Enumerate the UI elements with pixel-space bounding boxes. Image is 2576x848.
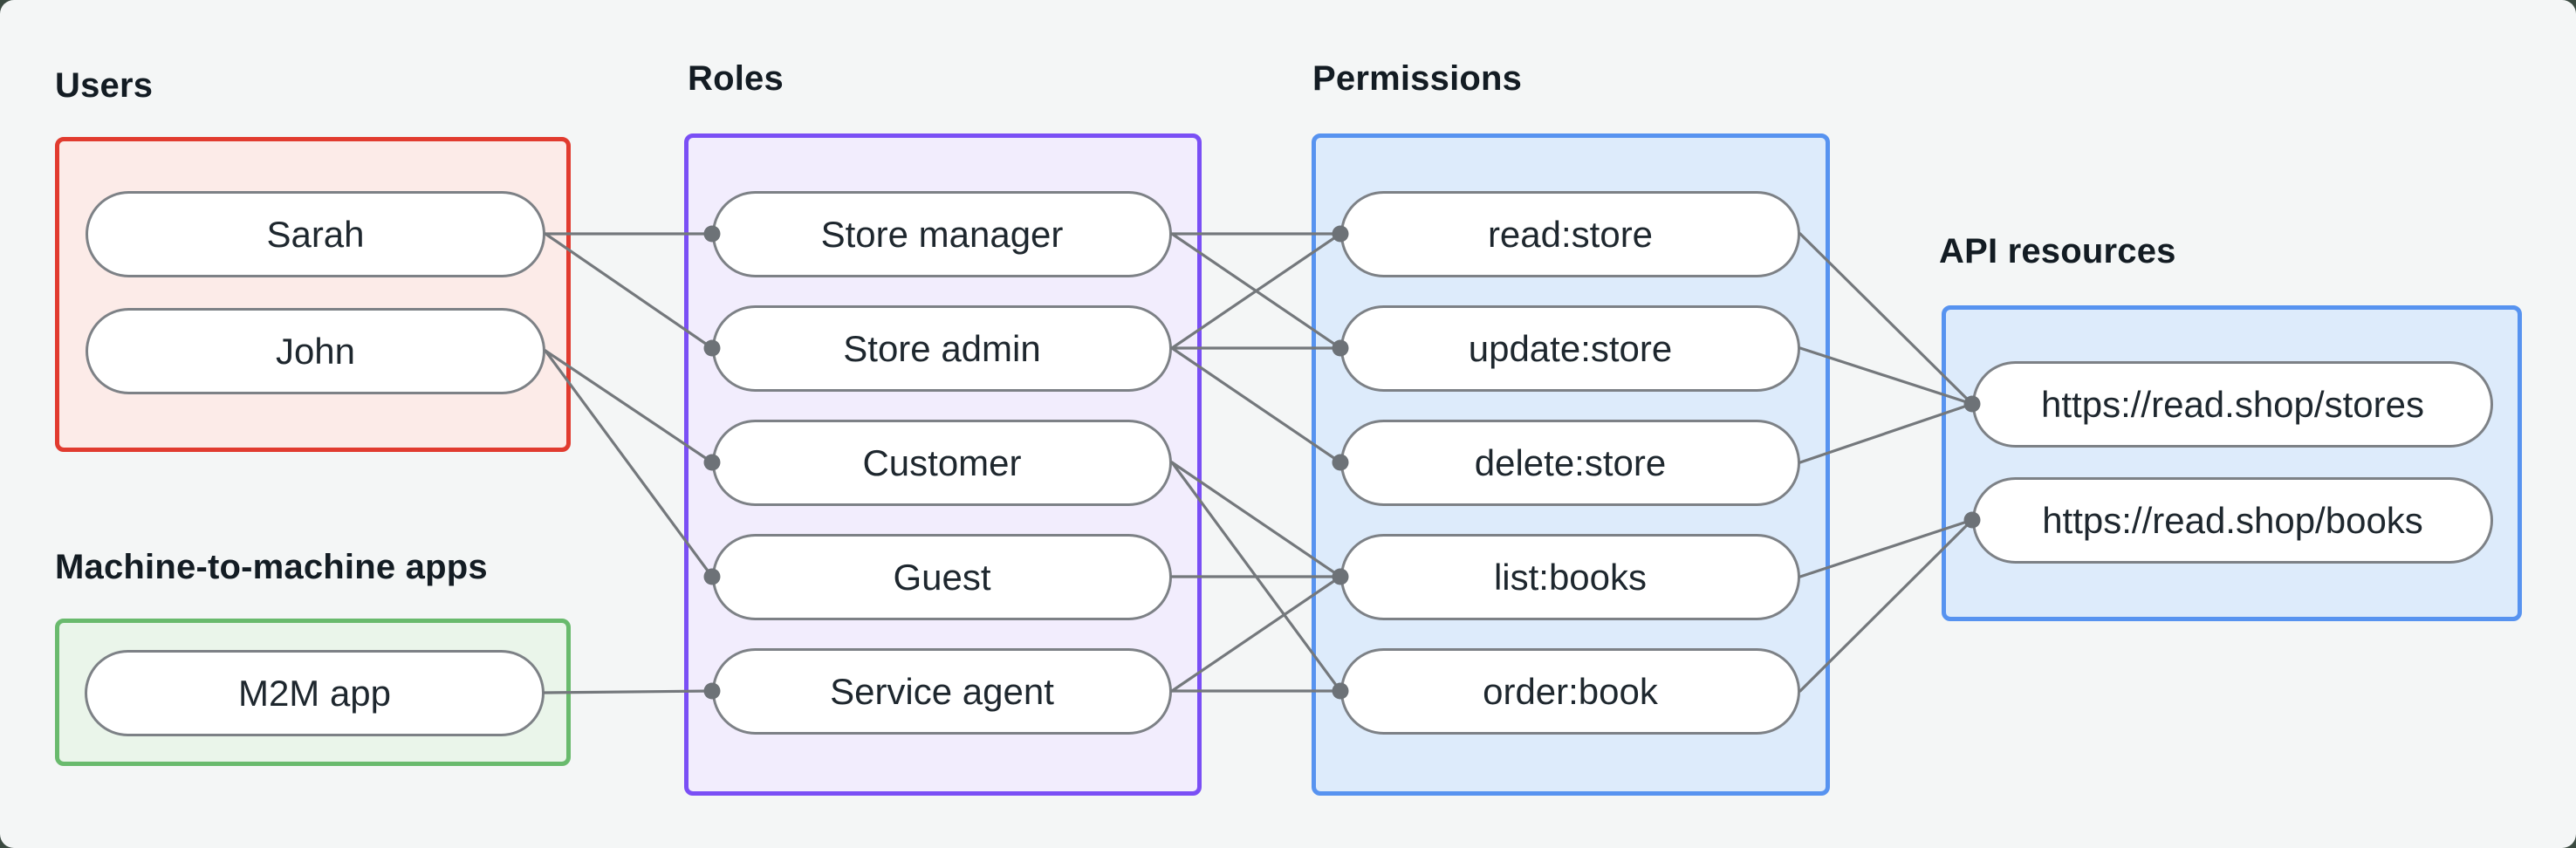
node-delete-store: delete:store	[1340, 420, 1800, 506]
node-john: John	[86, 308, 545, 394]
api-resources-group-box	[1942, 305, 2522, 621]
node-order-book: order:book	[1340, 648, 1800, 735]
node-read-store: read:store	[1340, 191, 1800, 277]
node-stores-api: https://read.shop/stores	[1972, 361, 2493, 448]
permissions-title: Permissions	[1312, 59, 1523, 98]
node-store-admin: Store admin	[712, 305, 1172, 392]
node-sarah: Sarah	[86, 191, 545, 277]
node-store-manager: Store manager	[712, 191, 1172, 277]
node-m2m-app: M2M app	[85, 650, 545, 736]
users-title: Users	[55, 66, 154, 105]
users-group-box	[55, 137, 571, 452]
node-update-store: update:store	[1340, 305, 1800, 392]
api-resources-title: API resources	[1939, 232, 2176, 270]
m2m-title: Machine-to-machine apps	[55, 548, 488, 586]
node-guest: Guest	[712, 534, 1172, 620]
node-customer: Customer	[712, 420, 1172, 506]
node-list-books: list:books	[1340, 534, 1800, 620]
node-service-agent: Service agent	[712, 648, 1172, 735]
roles-title: Roles	[688, 59, 784, 98]
node-books-api: https://read.shop/books	[1972, 477, 2493, 564]
